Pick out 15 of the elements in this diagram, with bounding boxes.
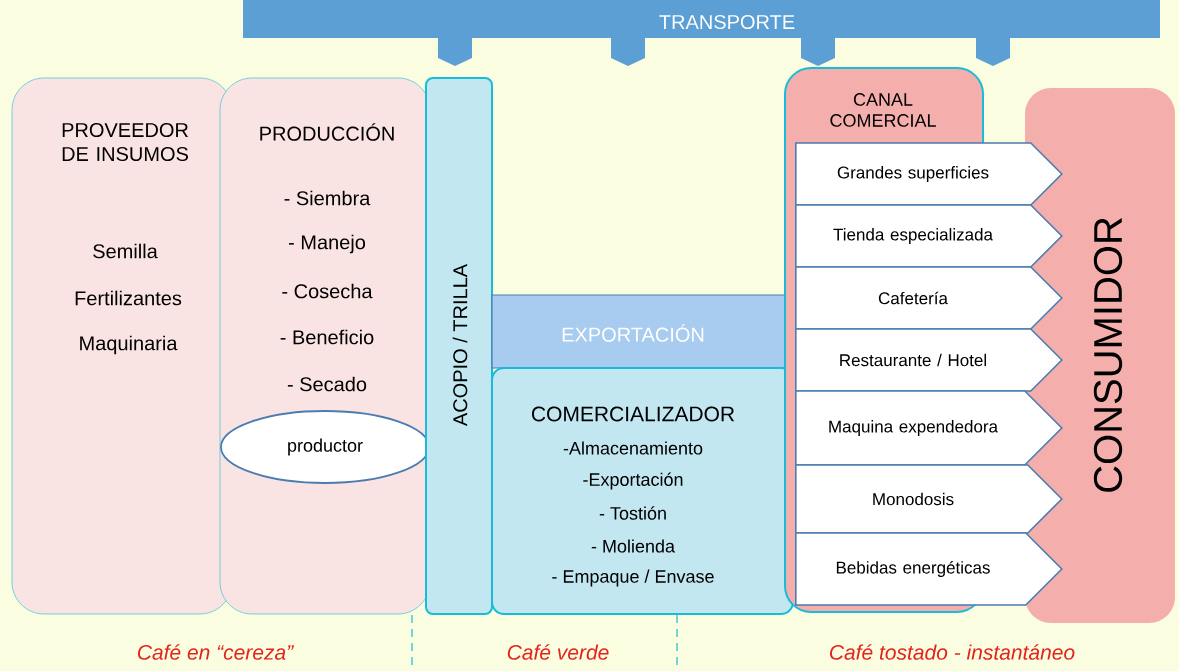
- channel-box: Grandes superficies: [795, 142, 1063, 206]
- export-band: EXPORTACIÓN: [491, 294, 786, 369]
- channel-box: Restaurante / Hotel: [795, 328, 1063, 392]
- channel-box: Tienda especializada: [795, 204, 1063, 268]
- channel-box: Maquina expendedora: [795, 390, 1063, 466]
- trader-panel: COMERCIALIZADOR -Almacenamiento -Exportación - Tostión - Molienda - Empaque / Envase: [491, 367, 794, 615]
- collection-bar: ACOPIO / TRILLA: [425, 77, 493, 615]
- channel-box: Monodosis: [795, 464, 1063, 534]
- channel-box: Bebidas energéticas: [795, 532, 1063, 606]
- stage-label: Café tostado - instantáneo: [830, 644, 1075, 660]
- stage-label: Café verde: [507, 644, 609, 660]
- supplier-panel: PROVEEDOR DE INSUMOS Semilla Fertilizantes Maquinaria: [11, 77, 233, 615]
- stage-label: Café en “cereza”: [137, 644, 294, 660]
- transport-band: TRANSPORTE: [243, 0, 1160, 66]
- channel-box: Cafetería: [795, 266, 1063, 330]
